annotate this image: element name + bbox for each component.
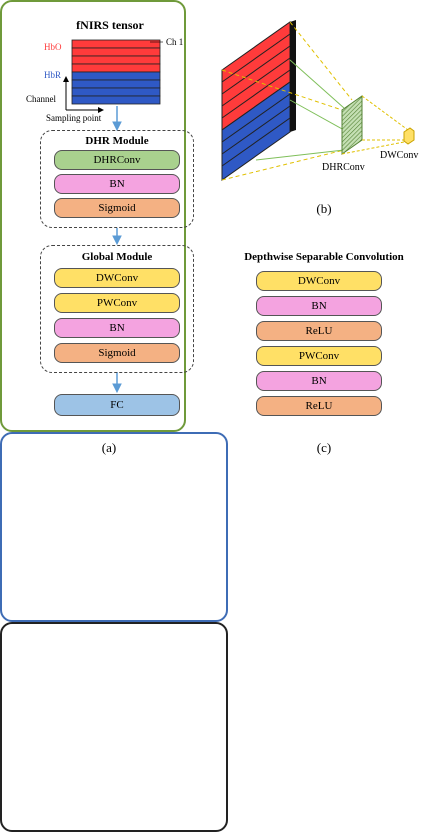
dwconv-label: DWConv bbox=[380, 150, 419, 161]
dhrconv-kernel bbox=[341, 95, 363, 155]
bn-block: BN bbox=[256, 296, 382, 316]
green-lines bbox=[255, 59, 345, 161]
sigmoid-block: Sigmoid bbox=[54, 198, 180, 218]
panel-c bbox=[0, 622, 228, 832]
global-module bbox=[40, 245, 194, 373]
conv-illustration bbox=[221, 20, 415, 181]
relu-block: ReLU bbox=[256, 321, 382, 341]
caption-a: (a) bbox=[101, 440, 117, 455]
channel-axis-label: Channel bbox=[26, 94, 56, 104]
hbr-label: HbR bbox=[44, 70, 62, 80]
caption-b: (b) bbox=[316, 201, 332, 216]
sigmoid-block: Sigmoid bbox=[54, 343, 180, 363]
dhrconv-label: DHRConv bbox=[322, 162, 365, 173]
flow-arrows bbox=[112, 106, 122, 394]
dwconv-block: DWConv bbox=[54, 268, 180, 288]
global-module-title: Global Module bbox=[81, 251, 153, 263]
ch1-label: Ch 1 bbox=[166, 37, 184, 47]
relu-block: ReLU bbox=[256, 396, 382, 416]
bn-block: BN bbox=[256, 371, 382, 391]
caption-c: (c) bbox=[316, 440, 332, 455]
dhr-module-title: DHR Module bbox=[85, 135, 149, 147]
dwconv-kernel bbox=[403, 127, 415, 145]
sampling-axis-label: Sampling point bbox=[46, 113, 102, 123]
dhrconv-block: DHRConv bbox=[54, 150, 180, 170]
hbo-label: HbO bbox=[44, 42, 62, 52]
dhr-module bbox=[40, 130, 194, 228]
pwconv-block: PWConv bbox=[256, 346, 382, 366]
bn-block: BN bbox=[54, 174, 180, 194]
dw-lines bbox=[341, 95, 409, 155]
tensor-title: fNIRS tensor bbox=[76, 18, 144, 32]
dsc-title: Depthwise Separable Convolution bbox=[244, 251, 404, 263]
tensor-hbo-stripes bbox=[71, 39, 161, 73]
fc-block: FC bbox=[54, 394, 180, 416]
bn-block: BN bbox=[54, 318, 180, 338]
projection-lines bbox=[221, 21, 353, 181]
dwconv-block: DWConv bbox=[256, 271, 382, 291]
pwconv-block: PWConv bbox=[54, 293, 180, 313]
tensor-diagram bbox=[63, 39, 163, 394]
tensor-hbr-stripes bbox=[71, 71, 161, 105]
feature-block bbox=[221, 20, 296, 181]
